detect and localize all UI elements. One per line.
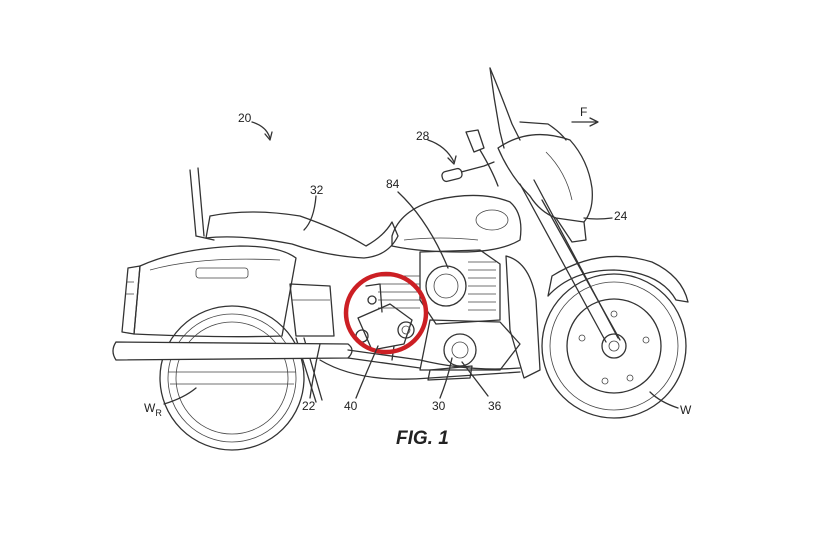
label-wr: WR xyxy=(144,401,162,418)
highlight-circle xyxy=(343,271,429,355)
seat xyxy=(189,167,399,259)
label-24: 24 xyxy=(614,209,628,223)
rear-wheel xyxy=(159,305,305,451)
label-40: 40 xyxy=(344,399,358,413)
front-fork xyxy=(519,179,621,343)
label-wf: W xyxy=(680,403,692,417)
leader-lines xyxy=(163,117,679,409)
label-32: 32 xyxy=(310,183,324,197)
handlebar xyxy=(441,129,499,187)
label-36: 36 xyxy=(488,399,502,413)
label-30: 30 xyxy=(432,399,446,413)
label-84: 84 xyxy=(386,177,400,191)
label-28: 28 xyxy=(416,129,430,143)
fuel-tank xyxy=(391,194,522,253)
label-20: 20 xyxy=(238,111,252,125)
figure-caption: FIG. 1 xyxy=(396,428,449,449)
highlighted-component xyxy=(355,283,415,361)
label-22: 22 xyxy=(302,399,316,413)
engine xyxy=(378,249,541,379)
label-f: F xyxy=(580,105,587,119)
fairing-windshield xyxy=(489,67,593,243)
front-wheel xyxy=(541,255,689,419)
footboard xyxy=(427,365,473,381)
label-wr-subscript: R xyxy=(155,408,162,418)
exhaust-pipe xyxy=(112,341,521,380)
saddlebag xyxy=(121,245,297,338)
